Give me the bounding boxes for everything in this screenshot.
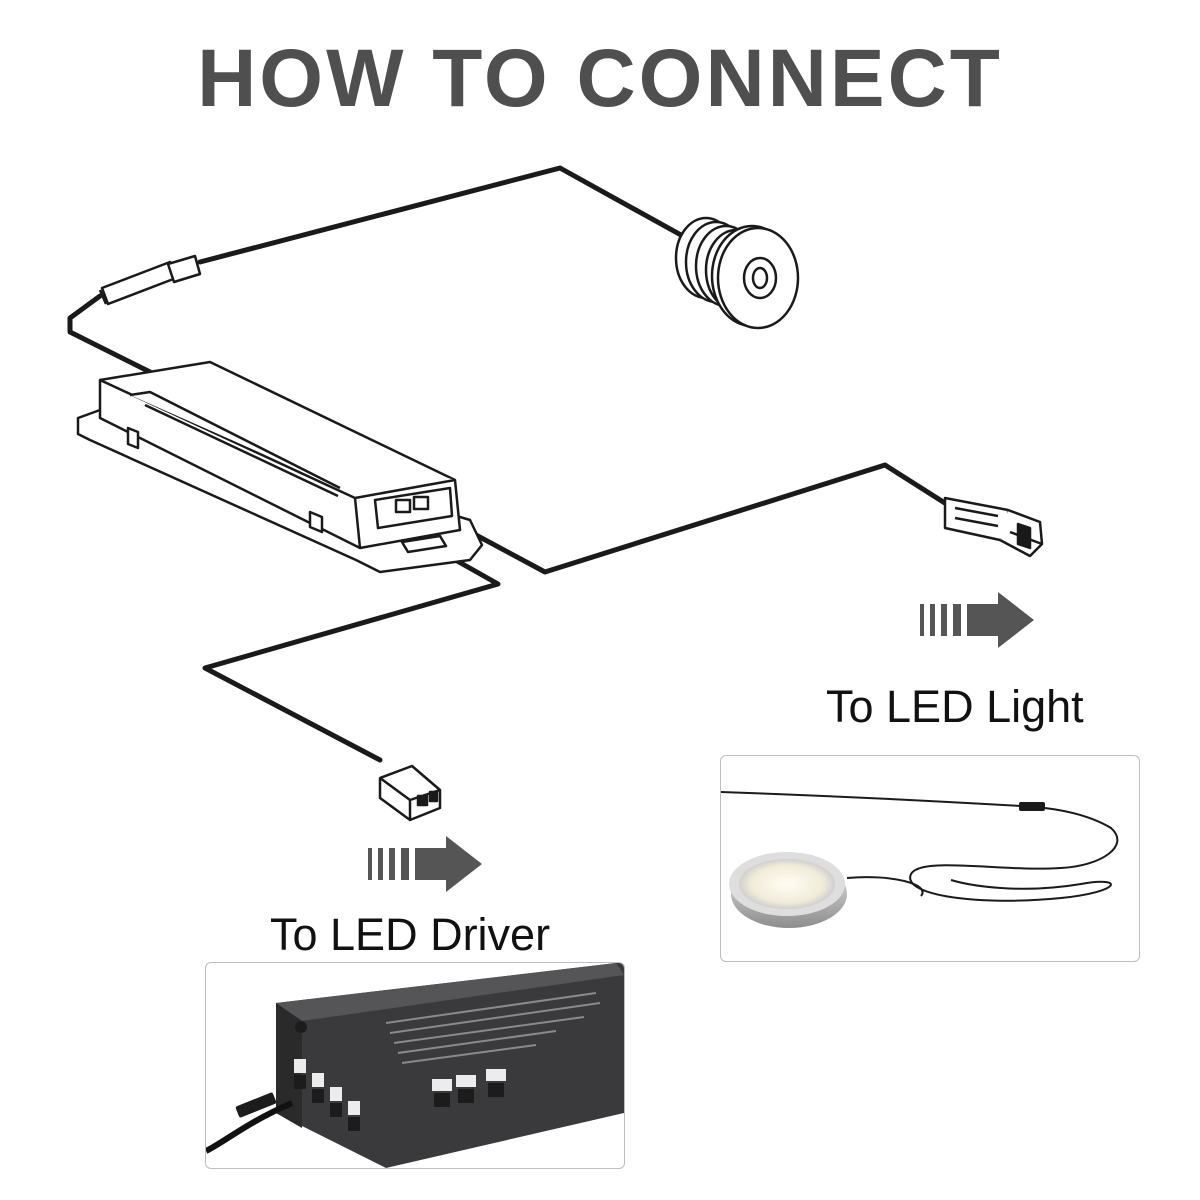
label-to-led-light: To LED Light xyxy=(826,681,1084,732)
sensor-cable xyxy=(197,165,693,265)
label-to-led-driver: To LED Driver xyxy=(270,909,551,960)
arrow-right-icon xyxy=(368,836,482,892)
page-title: HOW TO CONNECT xyxy=(197,33,1003,124)
output-cable xyxy=(445,462,951,575)
input-cable xyxy=(202,537,501,763)
inline-connector xyxy=(98,254,202,306)
sensor-cable-tail xyxy=(67,293,153,375)
controller-box-icon xyxy=(76,360,484,574)
touch-sensor-switch-icon xyxy=(674,216,800,330)
led-light-plug xyxy=(943,496,1044,558)
led-driver-photo xyxy=(205,962,625,1169)
led-light-photo xyxy=(720,755,1140,962)
arrow-right-icon xyxy=(920,592,1034,648)
led-driver-plug xyxy=(378,764,442,822)
